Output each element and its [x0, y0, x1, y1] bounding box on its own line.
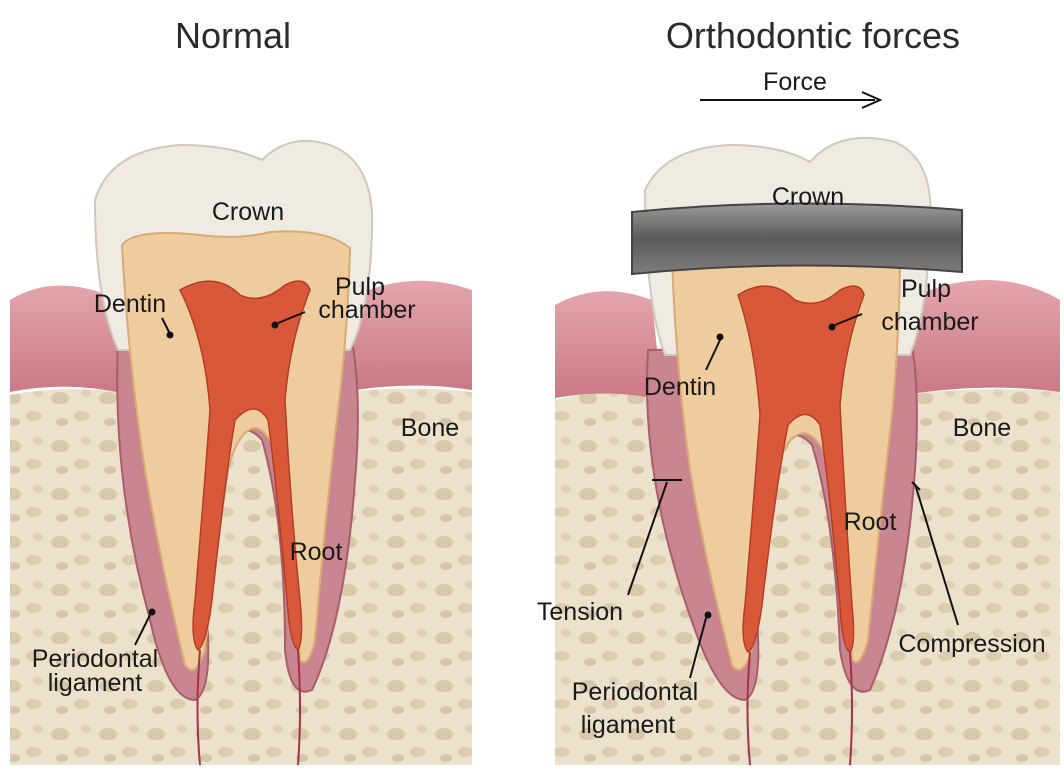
left-crown-label: Crown [212, 198, 284, 226]
right-bone-label: Bone [953, 414, 1011, 442]
right-periodontal-label: Periodontal [572, 678, 698, 706]
orthodontic-title: Orthodontic forces [666, 15, 960, 56]
normal-panel: Normal Crown Dentin Pulp chamber Bone Ro… [10, 15, 472, 765]
right-root-label: Root [844, 508, 897, 536]
tension-label: Tension [537, 598, 623, 626]
right-pulp-label: Pulp [901, 275, 951, 303]
left-root-label: Root [290, 538, 343, 566]
left-chamber-label: chamber [318, 296, 415, 324]
force-label: Force [763, 68, 827, 96]
right-chamber-label: chamber [881, 308, 978, 336]
left-bone-label: Bone [401, 414, 459, 442]
compression-label: Compression [898, 630, 1045, 658]
left-dentin-label: Dentin [94, 290, 166, 318]
right-ligament-label: ligament [581, 711, 676, 739]
right-crown-label: Crown [772, 183, 844, 211]
left-ligament-label: ligament [48, 669, 143, 697]
orthodontic-band [632, 203, 962, 274]
orthodontic-panel: Orthodontic forces Force Crown Pulp cham… [537, 15, 1060, 765]
normal-title: Normal [175, 15, 291, 56]
right-dentin-label: Dentin [644, 373, 716, 401]
